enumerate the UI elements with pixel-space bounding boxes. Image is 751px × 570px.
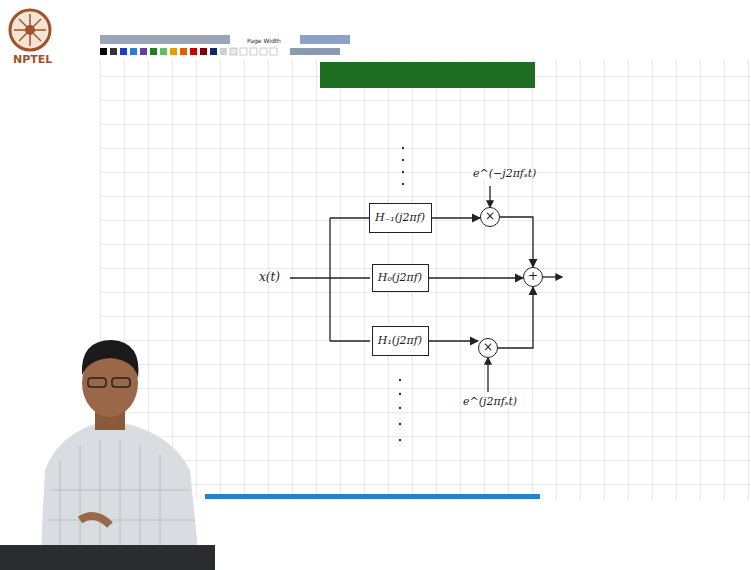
signal-arrow <box>500 217 533 267</box>
operator-circle: × <box>478 338 498 358</box>
filter-label: H₋₁(j2πf) <box>375 212 425 224</box>
wiring <box>290 186 562 392</box>
blue-bar <box>205 494 540 499</box>
operator-circle: + <box>523 267 543 287</box>
grid-paper <box>100 60 751 500</box>
signal-label: e^(j2πfₛt) <box>462 396 518 408</box>
filter-label: H₁(j2πf) <box>378 335 422 347</box>
green-highlight-bar <box>320 62 535 88</box>
logo-text: NPTEL <box>12 54 53 66</box>
toolbar <box>100 35 350 55</box>
filter-box: H₋₁(j2πf) <box>369 203 432 233</box>
operator-symbol: × <box>483 341 493 354</box>
operator-symbol: + <box>528 270 538 283</box>
operator-circle: × <box>480 207 500 227</box>
signal-arrow <box>429 340 479 341</box>
operator-symbol: × <box>485 210 495 223</box>
signal-label: e^(−j2πfₛt) <box>472 168 537 180</box>
nptel-emblem <box>10 10 50 50</box>
filter-box: H₁(j2πf) <box>372 326 429 356</box>
filter-box: H₀(j2πf) <box>372 264 429 292</box>
signal-arrow <box>432 217 481 218</box>
filter-label: H₀(j2πf) <box>378 272 422 284</box>
signal-arrow <box>429 277 524 278</box>
toolbar-text: Page Width <box>246 38 282 45</box>
continuation-dots <box>399 147 404 441</box>
signal-label: x(t) <box>258 271 281 284</box>
presenter <box>0 340 215 570</box>
signal-arrow <box>498 287 533 348</box>
